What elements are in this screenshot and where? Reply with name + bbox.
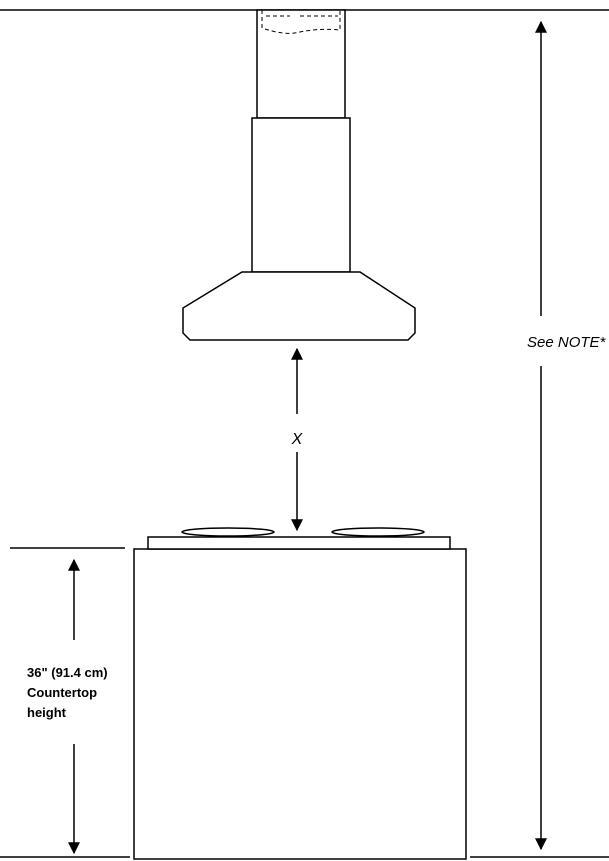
see-note-label: See NOTE* [527, 334, 607, 351]
hood-upper-chimney [256, 9, 346, 119]
burner-right [331, 527, 425, 537]
countertop-height-label-line2: Countertop [27, 685, 97, 700]
range [133, 527, 467, 860]
hood-duct-dashed [261, 10, 341, 34]
countertop-height-label-line1: 36" (91.4 cm) [27, 665, 108, 680]
clearance-label: X [291, 431, 304, 448]
range-hood [182, 9, 416, 341]
cooktop-surface [147, 536, 451, 550]
hood-lower-chimney [251, 117, 351, 273]
range-body [133, 548, 467, 860]
countertop-height-label-line3: height [27, 705, 67, 720]
burner-left [181, 527, 275, 537]
hood-canopy [182, 271, 416, 341]
